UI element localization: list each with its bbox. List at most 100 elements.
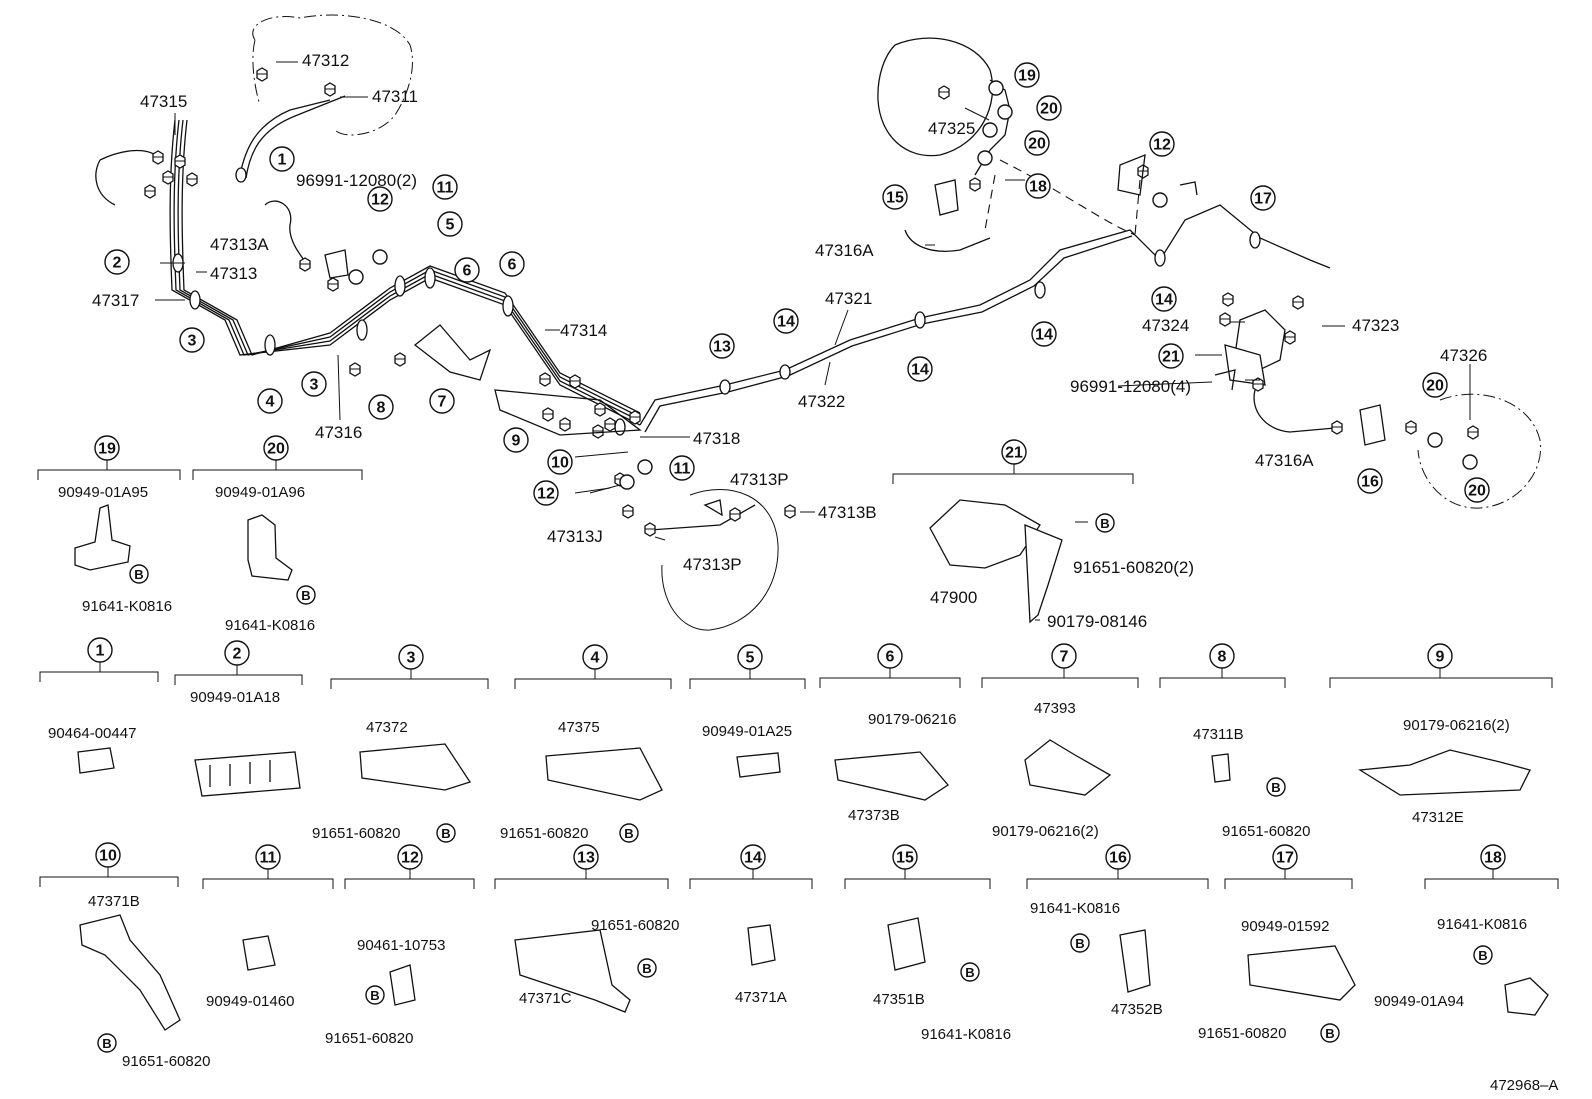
callout-20: 20 xyxy=(1024,130,1050,156)
detail-part-label: 91651-60820 xyxy=(325,1030,413,1047)
detail-part-icon xyxy=(514,929,631,1013)
detail-group-7: 7 xyxy=(981,643,1139,688)
detail-group-1: 1 xyxy=(39,637,159,682)
group-bracket xyxy=(1424,878,1559,889)
flare-nut-icon xyxy=(256,67,268,82)
group-callout xyxy=(1272,844,1298,870)
joint-icon xyxy=(1152,192,1168,208)
group-callout xyxy=(1105,844,1131,870)
leader-line xyxy=(1117,381,1213,387)
callout-number: 8 xyxy=(377,400,386,417)
callout-number: 13 xyxy=(713,339,731,356)
callout-number: 6 xyxy=(463,263,472,280)
detail-part-icon xyxy=(1024,739,1112,796)
group-number: 8 xyxy=(1218,649,1227,666)
detail-part-label: 90464-00447 xyxy=(48,725,136,742)
line-clip-icon xyxy=(356,319,368,341)
group-callout xyxy=(224,640,250,666)
callout-number: 16 xyxy=(1361,474,1379,491)
callout-number: 14 xyxy=(911,362,929,379)
group-callout xyxy=(1001,439,1027,465)
detail-group-4: 4 xyxy=(514,644,672,689)
part-label: 47312 xyxy=(302,51,349,70)
detail-part-label: 47351B xyxy=(873,991,925,1008)
group-bracket xyxy=(892,473,1134,484)
clamp-icon xyxy=(324,249,349,279)
joint-icon xyxy=(619,474,635,490)
detail-part-icon xyxy=(247,514,293,581)
part-label: 96991-12080(2) xyxy=(296,171,417,190)
detail-group-3: 3 xyxy=(330,644,489,689)
main-assembly: 47312473114731596991-12080(2)47313A47313… xyxy=(92,14,1558,1094)
callout-14: 14 xyxy=(1151,286,1177,312)
callout-12: 12 xyxy=(1149,131,1175,157)
callout-number: 14 xyxy=(777,314,795,331)
leader-line xyxy=(337,354,341,421)
bolt-marker-icon: B xyxy=(637,958,657,978)
brake-line-rear xyxy=(639,204,1331,426)
flare-nut-icon xyxy=(969,177,981,192)
callout-7: 7 xyxy=(429,388,455,414)
part-label: 47313P xyxy=(683,555,742,574)
flare-nut-icon xyxy=(324,82,336,97)
flare-nut-icon xyxy=(569,374,581,389)
callout-12: 12 xyxy=(367,186,393,212)
group-bracket xyxy=(1159,677,1286,688)
callout-number: 2 xyxy=(113,255,122,272)
flare-nut-icon xyxy=(1252,377,1264,392)
bolt-letter: B xyxy=(965,965,974,980)
flex-hose xyxy=(1253,389,1336,433)
bolt-marker-icon: B xyxy=(129,564,149,584)
callout-9: 9 xyxy=(503,427,529,453)
flare-nut-icon xyxy=(327,277,339,292)
part-label: 47321 xyxy=(825,289,872,308)
leader-line xyxy=(654,536,666,541)
callout-number: 4 xyxy=(266,394,275,411)
flare-nut-icon xyxy=(1405,420,1417,435)
detail-part-icon xyxy=(1211,753,1231,783)
reference-code: 472968–A xyxy=(1490,1077,1558,1094)
part-label: 91651-60820(2) xyxy=(1073,558,1194,577)
bracket-icon xyxy=(1117,153,1146,196)
detail-part-icon xyxy=(703,499,723,517)
group-bracket xyxy=(37,469,181,480)
bolt-marker-icon: B xyxy=(97,1033,117,1053)
detail-group-21: 21 xyxy=(892,439,1134,484)
flare-nut-icon xyxy=(729,507,741,522)
callout-number: 20 xyxy=(1468,483,1486,500)
detail-part-label: 91651-60820 xyxy=(1198,1025,1286,1042)
flare-nut-icon xyxy=(1222,292,1234,307)
bolt-letter: B xyxy=(441,826,450,841)
part-label: 47317 xyxy=(92,291,139,310)
callout-number: 3 xyxy=(188,333,197,350)
flare-nut-icon xyxy=(152,150,164,165)
bracket-plate-icon xyxy=(494,389,642,436)
callout-number: 18 xyxy=(1029,179,1047,196)
detail-group-15: 15 xyxy=(844,844,991,889)
line-clip-icon xyxy=(1034,281,1046,299)
joint-icon xyxy=(982,122,998,138)
group-callout xyxy=(737,644,763,670)
group-number: 20 xyxy=(267,441,285,458)
bolt-marker-icon: B xyxy=(365,985,385,1005)
joint-icon xyxy=(372,249,388,265)
callout-number: 7 xyxy=(438,394,447,411)
detail-group-6: 6 xyxy=(819,643,961,688)
leader-line xyxy=(574,451,629,458)
bolt-letter: B xyxy=(642,961,651,976)
flare-nut-icon xyxy=(144,184,156,199)
part-label: 47318 xyxy=(693,429,740,448)
bolt-marker-icon: B xyxy=(1320,1023,1340,1043)
valve-bracket-icon xyxy=(1224,344,1266,386)
detail-part-label: 91651-60820 xyxy=(1222,823,1310,840)
group-callout xyxy=(398,644,424,670)
detail-part-label: 90461-10753 xyxy=(357,937,445,954)
group-bracket xyxy=(844,878,991,889)
callout-number: 15 xyxy=(886,190,904,207)
group-bracket xyxy=(39,671,159,682)
detail-group-17: 17 xyxy=(1224,844,1353,889)
group-bracket xyxy=(819,677,961,688)
flare-nut-icon xyxy=(938,85,950,100)
callout-20: 20 xyxy=(1422,372,1448,398)
detail-part-label: 90949-01A94 xyxy=(1374,993,1464,1010)
